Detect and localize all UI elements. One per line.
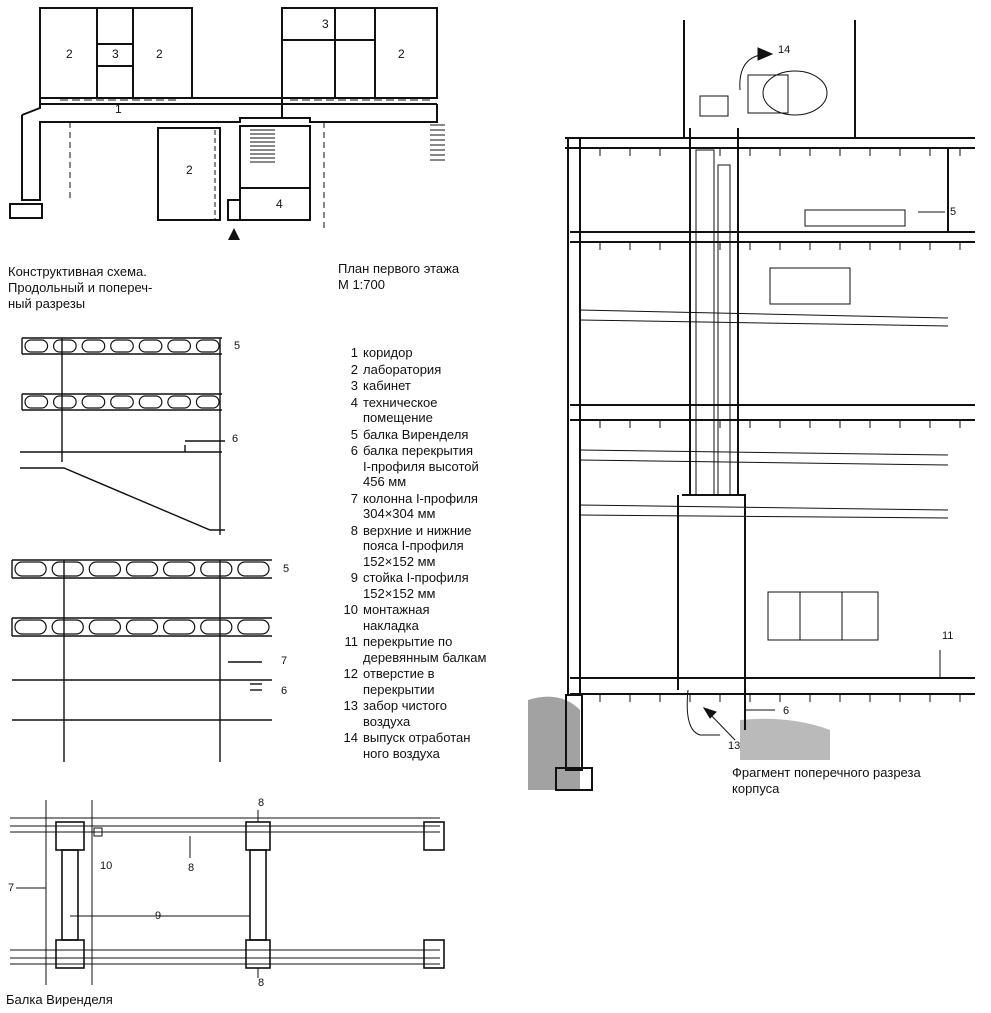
caption-structural-scheme: Конструктивная схема. Продольный и попер… — [8, 264, 153, 311]
callout-10: 10 — [100, 860, 113, 872]
plan-label-tech: 4 — [276, 197, 283, 211]
legend-number: 14 — [343, 730, 358, 745]
plan-label-lab-1: 2 — [66, 47, 73, 61]
legend-item: 12 отверстие в перекрытии — [340, 666, 530, 697]
plan-label-office-1: 3 — [112, 47, 119, 61]
callout-6-section2: 6 — [281, 685, 288, 697]
legend-text: балка Виренделя — [363, 426, 469, 442]
callout-8-top: 8 — [258, 797, 265, 809]
plan-label-lab-3: 2 — [398, 47, 405, 61]
legend-number: 4 — [350, 394, 358, 410]
callout-8-bottom: 8 — [258, 977, 265, 989]
legend-text: колонна I-профиля 304×304 мм — [363, 490, 478, 522]
caption-cross-section: Фрагмент поперечного разреза корпуса — [732, 765, 921, 796]
legend-item: 10 монтажная накладка — [340, 602, 530, 633]
callout-9: 9 — [155, 910, 162, 922]
legend-text: верхние и нижние пояса I-профиля 152×152… — [363, 522, 472, 569]
legend-item: 14 выпуск отработан ного воздуха — [340, 730, 530, 761]
legend-number: 8 — [350, 522, 358, 538]
legend-text: перекрытие по деревянным балкам — [363, 634, 487, 665]
legend-number: 3 — [350, 378, 358, 393]
legend-text: лаборатория — [363, 361, 442, 377]
legend-text: кабинет — [363, 378, 411, 393]
legend-number: 13 — [343, 698, 358, 713]
legend: 1 коридор 2 лаборатория 3 кабинет 4 техническое… — [340, 345, 530, 762]
legend-number: 6 — [350, 443, 358, 458]
legend-number: 5 — [350, 426, 358, 442]
legend-number: 1 — [350, 345, 358, 360]
callout-11: 11 — [942, 630, 954, 642]
legend-number: 10 — [343, 602, 358, 617]
plan-label-lab-4: 2 — [186, 163, 193, 177]
callout-5-section2: 5 — [283, 563, 290, 575]
legend-text: техническое помещение — [363, 394, 438, 426]
legend-item: 2 лаборатория — [340, 362, 530, 378]
callout-14: 14 — [778, 44, 791, 56]
legend-item: 3 кабинет — [340, 378, 530, 394]
plan-label-lab-2: 2 — [156, 47, 163, 61]
legend-item: 4 техническое помещение — [340, 395, 530, 426]
legend-item: 7 колонна I-профиля 304×304 мм — [340, 491, 530, 522]
legend-text: коридор — [363, 345, 413, 360]
callout-8-mid: 8 — [188, 862, 195, 874]
legend-text: забор чистого воздуха — [363, 698, 447, 729]
caption-floor-plan: План первого этажа М 1:700 — [338, 261, 460, 292]
legend-item: 6 балка перекрытия I-профиля высотой 456 … — [340, 443, 530, 490]
legend-text: монтажная накладка — [363, 602, 430, 633]
legend-number: 12 — [343, 666, 358, 681]
callout-13: 13 — [728, 740, 741, 752]
legend-text: отверстие в перекрытии — [363, 666, 435, 697]
legend-item: 11 перекрытие по деревянным балкам — [340, 634, 530, 665]
caption-vierendeel-beam: Балка Виренделя — [6, 992, 113, 1007]
plan-label-corridor: 1 — [115, 102, 122, 116]
legend-item: 1 коридор — [340, 345, 530, 361]
callout-5-section1: 5 — [234, 340, 241, 352]
callout-7-section2: 7 — [281, 655, 288, 667]
callout-5-cross: 5 — [950, 206, 957, 218]
legend-text: выпуск отработан ного воздуха — [363, 730, 471, 761]
legend-item: 8 верхние и нижние пояса I-профиля 152×15… — [340, 523, 530, 570]
legend-text: балка перекрытия I-профиля высотой 456 м… — [363, 443, 479, 489]
legend-text: стойка I-профиля 152×152 мм — [363, 570, 469, 601]
legend-item: 13 забор чистого воздуха — [340, 698, 530, 729]
callout-6-section1: 6 — [232, 433, 239, 445]
legend-item: 9 стойка I-профиля 152×152 мм — [340, 570, 530, 601]
legend-number: 2 — [350, 361, 358, 377]
legend-item: 5 балка Виренделя — [340, 427, 530, 443]
callout-7-beam: 7 — [8, 882, 15, 894]
callout-6-cross: 6 — [783, 705, 790, 717]
legend-number: 11 — [344, 634, 359, 649]
plan-label-office-2: 3 — [322, 17, 329, 31]
legend-number: 9 — [350, 570, 358, 585]
legend-number: 7 — [350, 490, 358, 506]
